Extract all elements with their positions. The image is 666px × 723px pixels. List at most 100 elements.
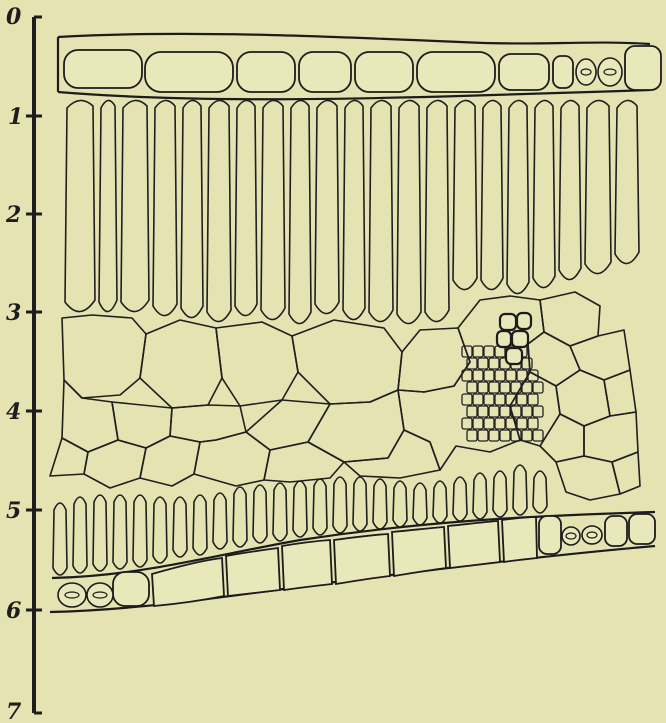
lower-epidermal-cell xyxy=(113,572,149,606)
lower-palisade-cell xyxy=(373,479,387,529)
lower-guard-cell xyxy=(58,583,86,607)
palisade-cell xyxy=(585,100,611,273)
upper-epidermis-base-line xyxy=(58,90,650,99)
bundle-cell xyxy=(478,430,488,441)
palisade-cell xyxy=(343,100,365,319)
lower-palisade-cell xyxy=(353,477,367,531)
xylem-vessel xyxy=(506,348,522,364)
upper-guard-cell xyxy=(598,58,622,86)
bundle-cell xyxy=(484,394,494,405)
lower-epidermal-cell xyxy=(539,516,561,554)
upper-epidermal-cell xyxy=(355,52,413,92)
spongy-cell xyxy=(194,432,270,486)
bundle-cell xyxy=(478,406,488,417)
palisade-cell xyxy=(153,100,177,315)
lower-epidermal-cell xyxy=(629,514,655,544)
palisade-cell xyxy=(121,100,149,311)
lower-palisade-cell xyxy=(493,471,507,517)
upper-epidermal-cell xyxy=(417,52,495,92)
bundle-cell xyxy=(533,430,543,441)
spongy-cell xyxy=(62,380,118,452)
spongy-cell xyxy=(604,370,636,416)
xylem-vessel xyxy=(500,314,516,330)
lower-palisade-cell xyxy=(73,497,87,573)
bundle-cell xyxy=(495,370,505,381)
upper-epidermal-cell xyxy=(145,52,233,92)
bundle-cell xyxy=(473,346,483,357)
lower-palisade-cell xyxy=(173,497,187,557)
lower-epidermal-cell xyxy=(605,516,627,546)
spongy-cell xyxy=(62,315,146,398)
spongy-cell xyxy=(264,442,344,482)
bundle-cell xyxy=(489,382,499,393)
palisade-cell xyxy=(235,100,257,315)
lower-epidermal-cell xyxy=(282,540,332,590)
bundle-cell xyxy=(473,418,483,429)
spongy-cell xyxy=(556,370,610,426)
spongy-cell xyxy=(556,456,620,500)
palisade-cell xyxy=(369,100,393,321)
lower-palisade-cell xyxy=(293,481,307,537)
spongy-cell xyxy=(612,452,640,494)
bundle-cell xyxy=(484,418,494,429)
lower-palisade-cell xyxy=(533,471,547,513)
bundle-cell xyxy=(462,418,472,429)
lower-palisade-cell xyxy=(113,495,127,569)
bundle-cell xyxy=(489,430,499,441)
spongy-cell xyxy=(570,330,630,380)
scale-bar: 0 1 2 3 4 5 6 7 xyxy=(5,4,42,723)
lower-palisade-cell xyxy=(133,495,147,567)
lower-palisade-cell xyxy=(513,465,527,515)
xylem-vessel xyxy=(497,331,511,347)
bundle-cell xyxy=(522,358,532,369)
palisade-cell xyxy=(261,100,285,319)
spongy-cell xyxy=(344,430,440,478)
bundle-cell xyxy=(484,370,494,381)
lower-epidermal-cell xyxy=(152,558,224,606)
lower-epidermal-cell xyxy=(226,548,280,596)
scale-label-4: 4 xyxy=(6,399,21,425)
palisade-cell xyxy=(397,100,421,323)
spongy-cell xyxy=(308,390,404,462)
scale-label-7: 7 xyxy=(6,699,22,723)
palisade-cell xyxy=(181,100,203,317)
spongy-cell xyxy=(528,332,580,386)
scale-label-5: 5 xyxy=(6,498,21,524)
upper-epidermal-cell xyxy=(64,50,142,88)
bundle-cell xyxy=(478,382,488,393)
spongy-cell xyxy=(510,372,560,446)
bundle-cell xyxy=(528,394,538,405)
bundle-cell xyxy=(517,418,527,429)
bundle-cell xyxy=(467,430,477,441)
vascular-bundle xyxy=(398,296,544,470)
lower-palisade-cell xyxy=(393,481,407,527)
lower-palisade-cell xyxy=(153,497,167,563)
spongy-cell xyxy=(292,320,402,404)
palisade-cell xyxy=(99,100,117,311)
palisade-cell xyxy=(481,100,503,289)
lower-palisade-cell xyxy=(93,495,107,571)
bundle-cell xyxy=(495,418,505,429)
lower-epidermal-cell xyxy=(334,534,390,584)
palisade-cell xyxy=(315,100,339,313)
bundle-cell xyxy=(533,382,543,393)
palisade-mesophyll xyxy=(65,100,639,323)
lower-palisade-cell xyxy=(273,483,287,541)
scale-label-1: 1 xyxy=(8,104,23,130)
spongy-cell xyxy=(140,436,200,486)
palisade-cell xyxy=(425,100,449,321)
bundle-cell xyxy=(489,358,499,369)
scale-label-3: 3 xyxy=(6,300,21,326)
spongy-cell xyxy=(216,322,298,406)
lower-palisade-cell xyxy=(313,479,327,535)
bundle-cell xyxy=(495,394,505,405)
palisade-cell xyxy=(507,100,529,293)
lower-palisade-cell xyxy=(433,481,447,523)
bundle-cell xyxy=(467,382,477,393)
bundle-cell xyxy=(473,394,483,405)
lower-palisade-cell xyxy=(233,487,247,547)
lower-epidermal-cell xyxy=(502,517,537,562)
lower-palisade-cell xyxy=(193,495,207,555)
